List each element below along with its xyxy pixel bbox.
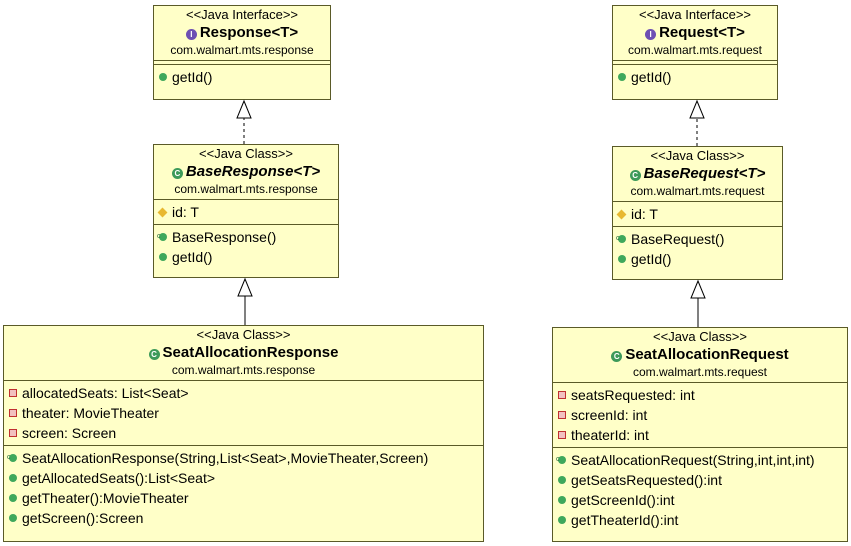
realization-arrowhead-request bbox=[689, 99, 705, 119]
method-item: getTheater():MovieTheater bbox=[22, 490, 189, 506]
response-interface-package: com.walmart.mts.response bbox=[170, 43, 314, 57]
public-method-icon bbox=[558, 496, 566, 504]
method-item: getId() bbox=[631, 251, 672, 267]
private-field-icon bbox=[9, 389, 17, 397]
base-request-stereotype: <<Java Class>> bbox=[650, 148, 745, 163]
public-method-icon bbox=[618, 73, 626, 81]
seat-allocation-response-fields: allocatedSeats: List<Seat> theater: Movi… bbox=[4, 381, 483, 446]
method-item: BaseRequest() bbox=[631, 231, 725, 247]
base-response-methods: BaseResponse() getId() bbox=[154, 225, 338, 269]
method-item: getAllocatedSeats():List<Seat> bbox=[22, 470, 216, 486]
class-icon: C bbox=[611, 351, 623, 362]
base-request-package: com.walmart.mts.request bbox=[630, 184, 765, 198]
abstract-class-icon: C bbox=[629, 170, 641, 181]
public-method-icon bbox=[9, 514, 17, 522]
public-method-icon bbox=[159, 253, 167, 261]
response-interface-methods: getId() bbox=[154, 65, 330, 89]
public-method-icon bbox=[618, 255, 626, 263]
abstract-class-icon: C bbox=[171, 168, 183, 179]
request-interface-methods: getId() bbox=[613, 65, 777, 89]
seat-allocation-response-name: SeatAllocationResponse bbox=[162, 344, 339, 361]
field-item: screen: Screen bbox=[22, 425, 117, 441]
private-field-icon bbox=[558, 411, 566, 419]
response-interface-stereotype: <<Java Interface>> bbox=[185, 7, 299, 22]
public-method-icon bbox=[9, 494, 17, 502]
method-item: BaseResponse() bbox=[172, 229, 277, 245]
field-item: id: T bbox=[172, 204, 199, 220]
method-item: getSeatsRequested():int bbox=[571, 472, 722, 488]
method-item: SeatAllocationResponse(String,List<Seat>… bbox=[22, 450, 429, 466]
public-method-icon bbox=[9, 474, 17, 482]
interface-icon: I bbox=[645, 29, 657, 40]
field-item: allocatedSeats: List<Seat> bbox=[22, 385, 189, 401]
base-request-name: BaseRequest<T> bbox=[643, 165, 766, 182]
seat-allocation-request-fields: seatsRequested: int screenId: int theate… bbox=[553, 383, 847, 448]
private-field-icon bbox=[9, 409, 17, 417]
response-interface-name: Response<T> bbox=[199, 24, 299, 41]
public-method-icon bbox=[558, 476, 566, 484]
constructor-icon bbox=[157, 227, 167, 247]
seat-allocation-response-methods: SeatAllocationResponse(String,List<Seat>… bbox=[4, 446, 483, 530]
method-item: getScreenId():int bbox=[571, 492, 675, 508]
request-interface-name: Request<T> bbox=[659, 24, 745, 41]
private-field-icon bbox=[558, 431, 566, 439]
response-interface-fields bbox=[154, 61, 330, 65]
method-item: getTheaterId():int bbox=[571, 512, 679, 528]
constructor-icon bbox=[616, 229, 626, 249]
base-response-name: BaseResponse<T> bbox=[185, 163, 321, 180]
base-request-methods: BaseRequest() getId() bbox=[613, 227, 782, 271]
generalization-arrowhead-response bbox=[237, 277, 253, 297]
generalization-arrowhead-request bbox=[690, 279, 706, 299]
method-item: getId() bbox=[172, 69, 213, 85]
field-item: seatsRequested: int bbox=[571, 387, 695, 403]
base-response-fields: id: T bbox=[154, 200, 338, 225]
request-interface-package: com.walmart.mts.request bbox=[627, 43, 763, 57]
constructor-icon bbox=[7, 448, 17, 468]
seat-allocation-request-methods: SeatAllocationRequest(String,int,int,int… bbox=[553, 448, 847, 532]
method-item: getScreen():Screen bbox=[22, 510, 144, 526]
base-response-package: com.walmart.mts.response bbox=[174, 182, 318, 196]
method-item: getId() bbox=[172, 249, 213, 265]
seat-allocation-request-package: com.walmart.mts.request bbox=[632, 365, 768, 379]
request-interface-fields bbox=[613, 61, 777, 65]
public-method-icon bbox=[558, 516, 566, 524]
seat-allocation-request-stereotype: <<Java Class>> bbox=[653, 329, 747, 344]
constructor-icon bbox=[556, 450, 566, 470]
private-field-icon bbox=[558, 391, 566, 399]
field-item: id: T bbox=[631, 206, 658, 222]
public-method-icon bbox=[159, 73, 167, 81]
interface-icon: I bbox=[185, 29, 197, 40]
realization-arrowhead-response bbox=[236, 99, 252, 119]
class-icon: C bbox=[148, 349, 160, 360]
private-field-icon bbox=[9, 429, 17, 437]
base-request-fields: id: T bbox=[613, 202, 782, 227]
seat-allocation-request-name: SeatAllocationRequest bbox=[625, 346, 789, 363]
method-item: SeatAllocationRequest(String,int,int,int… bbox=[571, 452, 815, 468]
request-interface-stereotype: <<Java Interface>> bbox=[638, 7, 752, 22]
seat-allocation-response-stereotype: <<Java Class>> bbox=[196, 327, 291, 342]
base-response-stereotype: <<Java Class>> bbox=[199, 146, 293, 161]
field-item: theater: MovieTheater bbox=[22, 405, 159, 421]
seat-allocation-response-package: com.walmart.mts.response bbox=[171, 363, 316, 377]
field-item: screenId: int bbox=[571, 407, 648, 423]
field-item: theaterId: int bbox=[571, 427, 649, 443]
method-item: getId() bbox=[631, 69, 672, 85]
